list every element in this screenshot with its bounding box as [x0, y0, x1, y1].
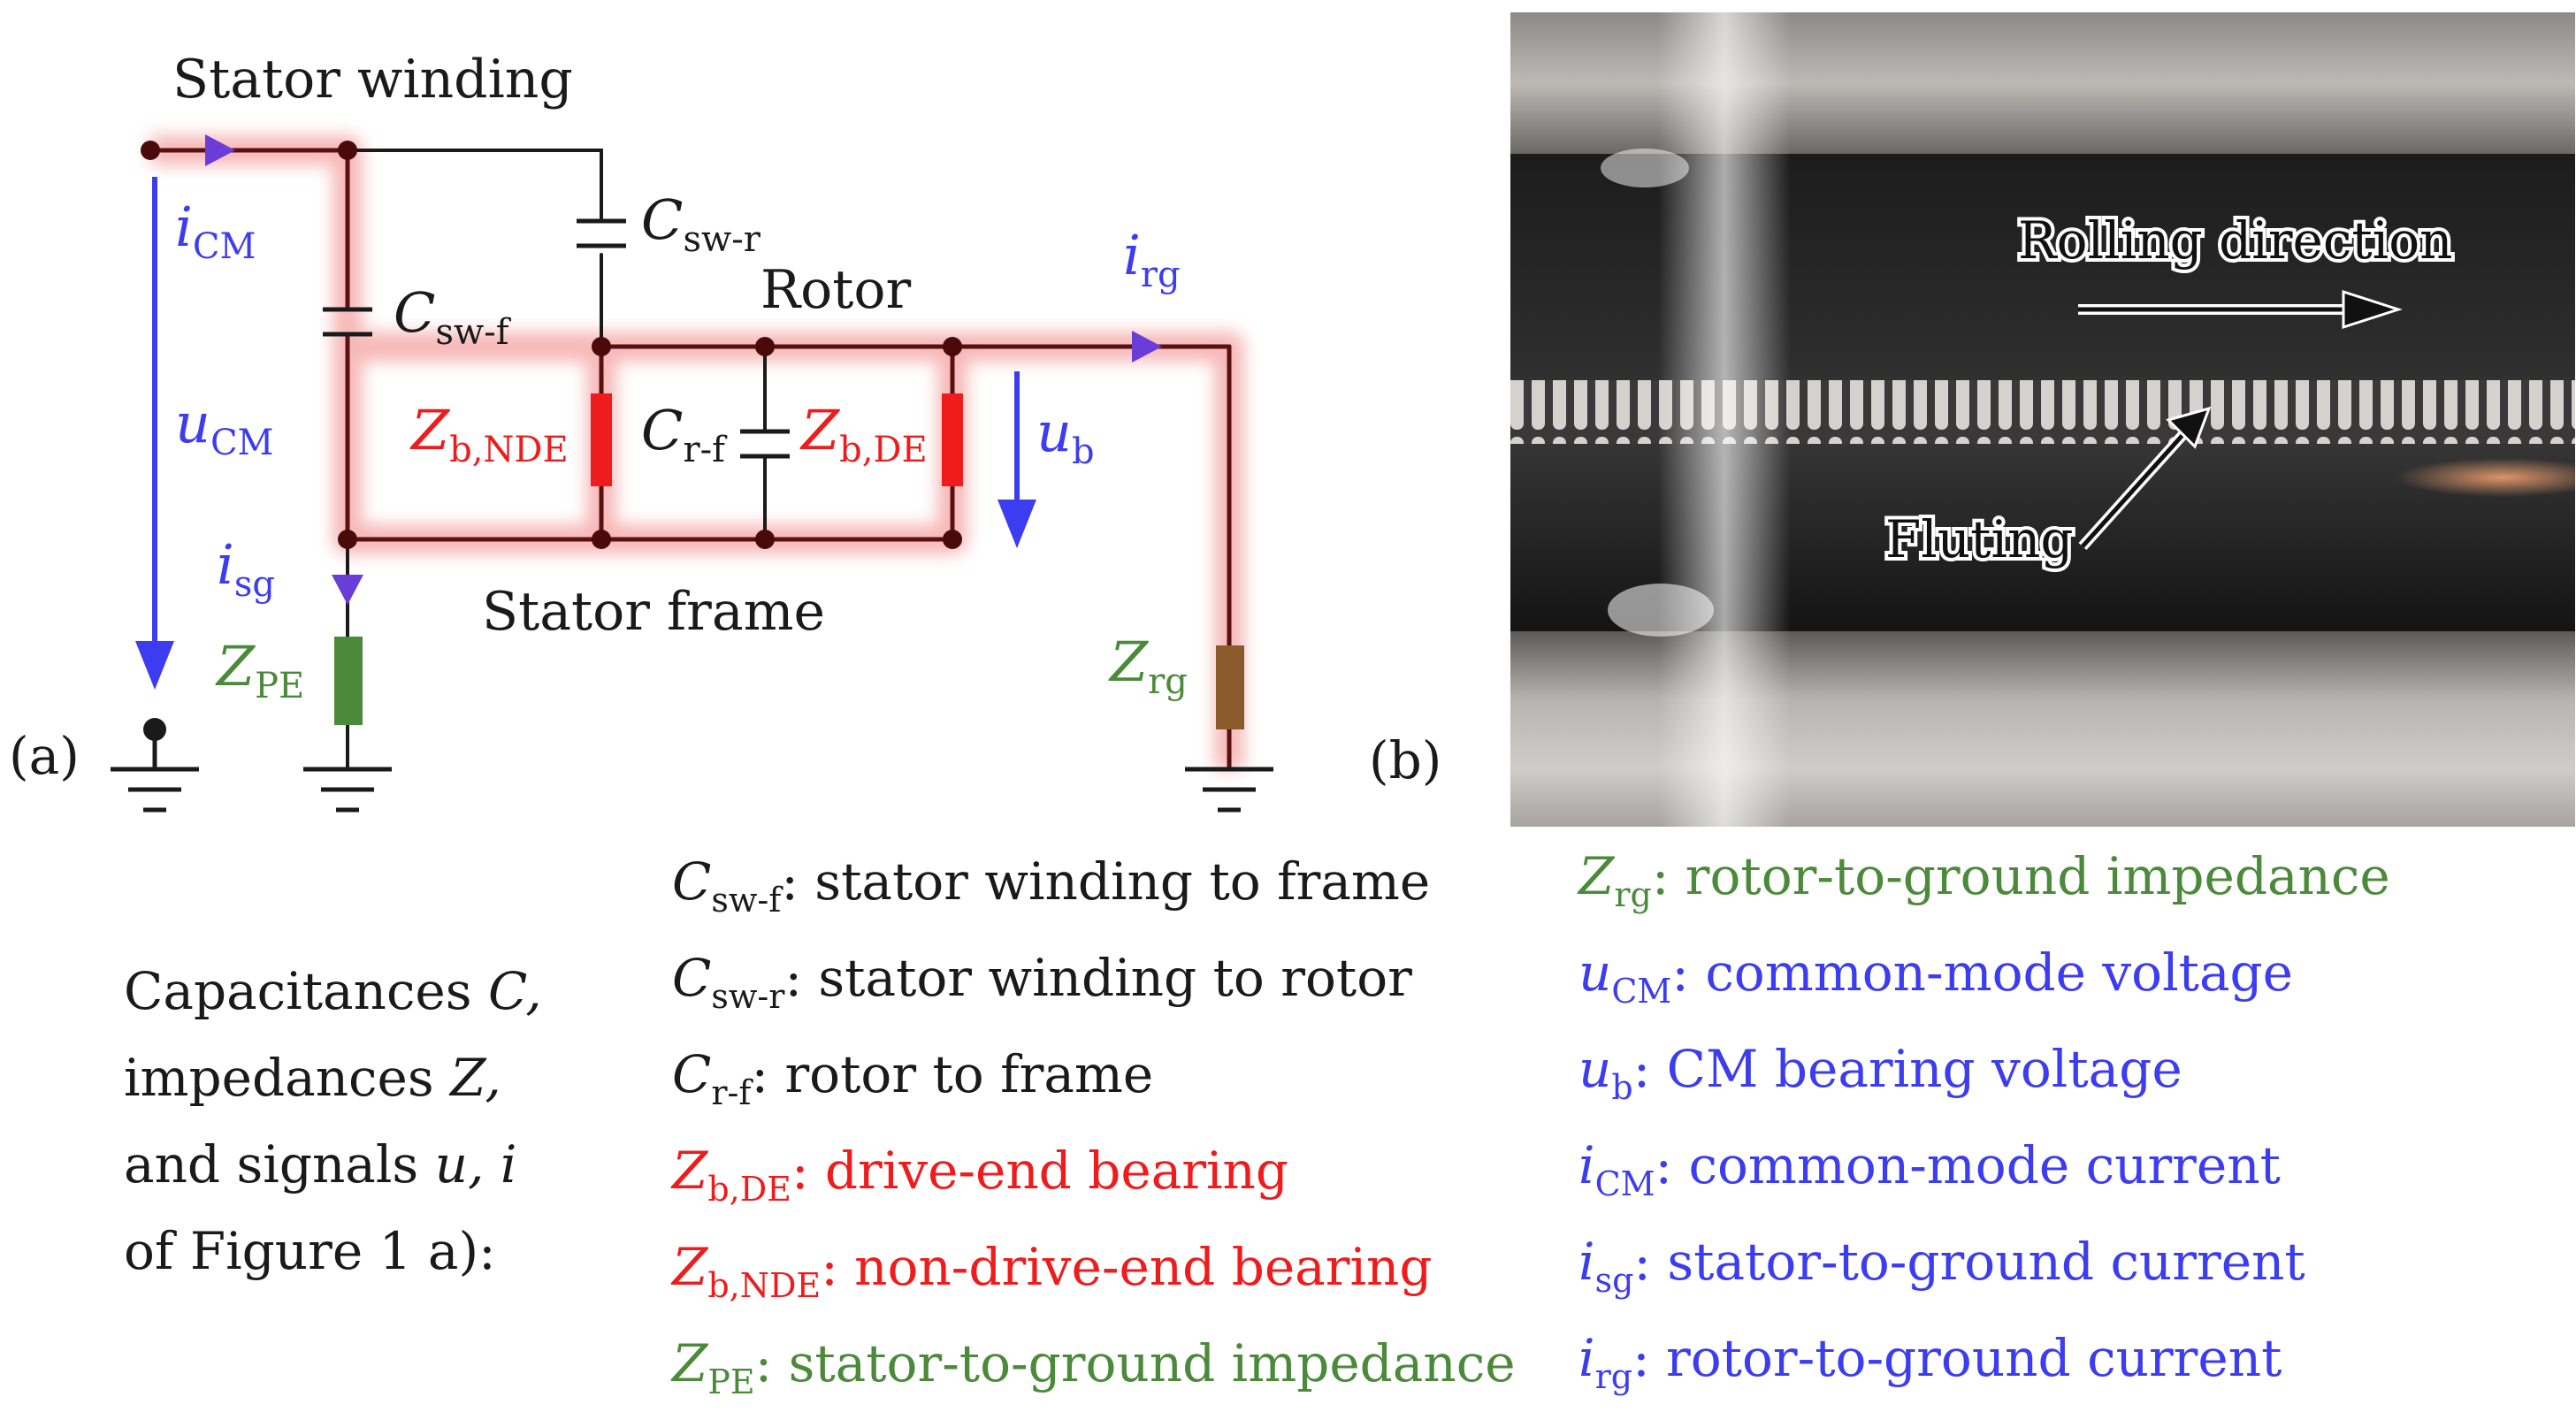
- legend-i-rg: irg: rotor-to-ground current: [1578, 1328, 2282, 1396]
- label-Z-b-DE: Zb,DE: [799, 398, 928, 470]
- label-Z-b-NDE: Zb,NDE: [409, 398, 569, 470]
- legend-u-CM: uCM: common-mode voltage: [1578, 943, 2293, 1011]
- legend-i-sg: isg: stator-to-ground current: [1578, 1232, 2305, 1300]
- label-Z-rg: Zrg: [1108, 630, 1188, 702]
- label-C-sw-r: Csw-r: [641, 187, 761, 260]
- circuit-diagram: Stator winding Rotor Stator frame (a) Cs…: [9, 49, 1441, 813]
- label-panel-a: (a): [9, 726, 80, 786]
- legend-Z-PE: ZPE: stator-to-ground impedance: [672, 1333, 1516, 1401]
- signal-arrows: [135, 177, 1036, 690]
- ground-symbols: [111, 767, 1273, 813]
- impedance-b-de: [942, 393, 963, 486]
- label-i-CM: iCM: [175, 195, 256, 267]
- circuit-nodes: [141, 141, 962, 741]
- legend-Z-rg: Zrg: rotor-to-ground impedance: [1578, 846, 2390, 914]
- label-rolling-direction: Rolling direction: [2018, 210, 2453, 271]
- caption-line-3: and signals u, i: [124, 1134, 517, 1194]
- impedance-rg: [1216, 645, 1244, 729]
- caption-line-1: Capacitances C,: [124, 961, 542, 1021]
- legend-Z-b-DE: Zb,DE: drive-end bearing: [672, 1141, 1289, 1209]
- label-rotor: Rotor: [761, 259, 912, 321]
- caption-line-2: impedances Z,: [124, 1048, 501, 1108]
- bearing-race-photo: Rolling direction Fluting: [1510, 12, 2575, 827]
- capacitor-sw-r: [577, 218, 626, 248]
- legend-C-sw-f: Csw-f: stator winding to frame: [672, 851, 1431, 920]
- label-stator-frame: Stator frame: [482, 581, 825, 643]
- label-u-b: ub: [1036, 400, 1095, 472]
- label-i-rg: irg: [1123, 223, 1181, 295]
- legend-u-b: ub: CM bearing voltage: [1578, 1039, 2182, 1107]
- current-direction-markers: [205, 134, 1162, 605]
- legend-C-sw-r: Csw-r: stator winding to rotor: [672, 948, 1412, 1016]
- label-panel-b: (b): [1369, 730, 1441, 790]
- label-stator-winding: Stator winding: [172, 49, 573, 111]
- label-C-sw-f: Csw-f: [394, 280, 512, 353]
- rolling-direction-arrow: [2078, 289, 2403, 330]
- label-u-CM: uCM: [175, 391, 274, 463]
- impedance-b-nde: [591, 393, 612, 486]
- label-Z-PE: ZPE: [215, 634, 304, 706]
- label-fluting: Fluting: [1885, 509, 2074, 569]
- label-C-r-f: Cr-f: [641, 398, 728, 470]
- label-i-sg: isg: [217, 532, 275, 605]
- capacitor-r-f: [740, 429, 790, 459]
- caption-line-4: of Figure 1 a):: [124, 1221, 496, 1281]
- legend-Z-b-NDE: Zb,NDE: non-drive-end bearing: [672, 1237, 1433, 1305]
- legend-C-r-f: Cr-f: rotor to frame: [672, 1044, 1154, 1112]
- fluting-pointer-arrow: [2078, 406, 2212, 551]
- capacitor-sw-f: [323, 307, 372, 337]
- legend-i-CM: iCM: common-mode current: [1578, 1135, 2281, 1203]
- impedance-pe: [334, 637, 363, 725]
